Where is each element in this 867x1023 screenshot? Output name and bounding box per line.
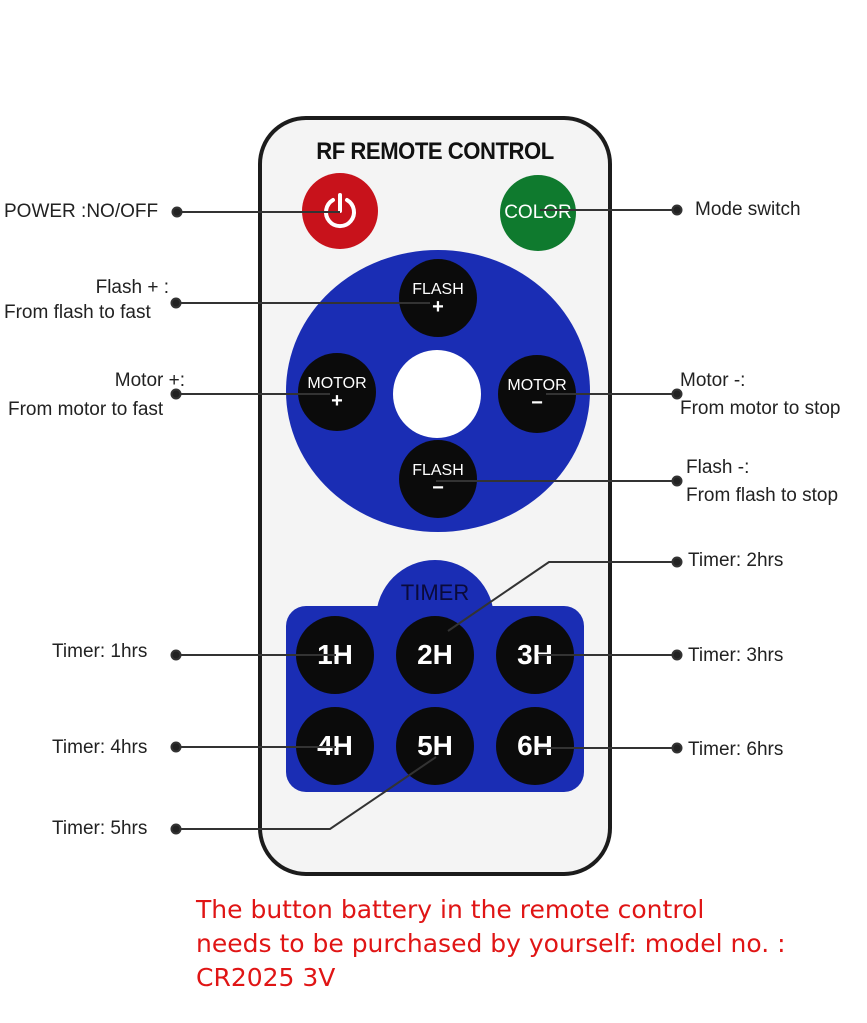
callout-power: POWER :NO/OFF [4,201,159,222]
timer-2h-button: 2H [396,616,474,694]
battery-note-line-3: CR2025 3V [196,963,336,992]
callout-flash-plus-desc: From flash to fast [4,302,151,323]
motor-plus-label: MOTOR [307,374,367,392]
callout-motor-plus-title: Motor +: [114,370,185,391]
callout-motor-minus-desc: From motor to stop [680,398,841,419]
callout-timer-3: Timer: 3hrs [688,645,784,666]
flash-plus-label: FLASH [412,280,464,298]
callout-timer-5: Timer: 5hrs [52,818,148,839]
callout-flash-minus-title: Flash -: [686,457,750,478]
flash-plus-button: FLASH + [399,259,477,337]
flash-minus-symbol: − [432,476,444,499]
callout-timer-6: Timer: 6hrs [688,739,784,760]
timer-5h-button: 5H [396,707,474,785]
callout-timer-1: Timer: 1hrs [52,641,148,662]
timer-6h-button: 6H [496,707,574,785]
center-button [393,350,481,438]
battery-note-line-2: needs to be purchased by yourself: model… [196,929,786,958]
motor-minus-label: MOTOR [507,376,567,394]
flash-minus-label: FLASH [412,461,464,479]
timer-label: TIMER [400,580,470,605]
callout-flash-plus-title: Flash + : [95,277,169,298]
remote-title: RF REMOTE CONTROL [316,138,554,165]
motor-plus-button: MOTOR + [298,353,376,431]
callout-motor-minus-title: Motor -: [680,370,746,391]
callout-timer-2: Timer: 2hrs [688,550,784,571]
callout-flash-minus-desc: From flash to stop [686,485,839,506]
flash-plus-symbol: + [432,295,444,318]
battery-note-line-1: The button battery in the remote control [196,895,705,924]
motor-minus-symbol: − [531,391,543,414]
flash-minus-button: FLASH − [399,440,477,518]
callout-timer-4: Timer: 4hrs [52,737,148,758]
color-button: COLOR [500,175,576,251]
motor-plus-symbol: + [331,389,343,412]
callout-motor-plus-desc: From motor to fast [8,399,164,420]
callout-mode: Mode switch [695,199,801,220]
power-icon [324,193,356,229]
battery-note: The button battery in the remote control… [196,893,836,995]
motor-minus-button: MOTOR − [498,355,576,433]
